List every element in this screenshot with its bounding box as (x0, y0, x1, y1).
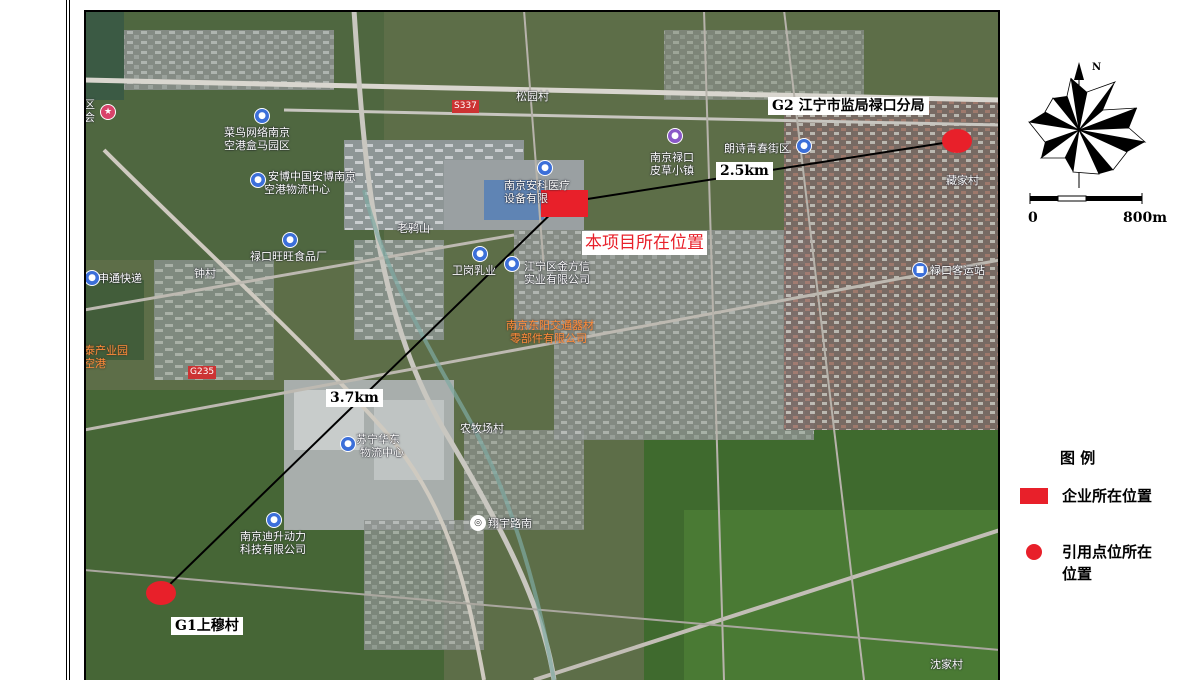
poi-pin-icon[interactable]: ● (250, 172, 266, 188)
poi-label: 科技有限公司 (240, 543, 306, 556)
poi-label: 老鸦山 (397, 222, 430, 235)
poi-label: 会 (84, 111, 95, 124)
poi-label: 零部件有限公司 (510, 332, 587, 345)
north-arrow-icon (1028, 62, 1147, 204)
poi-label: 卫岗乳业 (452, 264, 496, 277)
poi-pin-icon[interactable]: ● (84, 270, 100, 286)
project-site-marker[interactable] (541, 190, 588, 217)
legend-swatch-reference-point (1026, 544, 1042, 560)
poi-label: 实业有限公司 (524, 273, 590, 286)
legend-panel: N 0 800m 图 例 企业所在位置 引用点位所在 位置 (1000, 10, 1203, 680)
poi-label: 翔宇路南 (488, 517, 532, 530)
legend-label-reference-point-line2: 位置 (1062, 565, 1093, 583)
poi-label: 南京迪升动力 (240, 530, 306, 543)
poi-label: 空港盒马园区 (224, 139, 290, 152)
poi-label: 皮草小镇 (650, 164, 694, 177)
poi-label: 安博中国安博南京 (268, 170, 356, 183)
g1-point-label: G1上穆村 (171, 617, 243, 635)
poi-pin-icon[interactable]: ● (537, 160, 553, 176)
poi-pin-icon[interactable]: ● (667, 128, 683, 144)
poi-label: 区 (84, 98, 95, 111)
distance-label-g2: 2.5km (716, 162, 773, 180)
legend-swatch-enterprise (1020, 488, 1048, 504)
north-label: N (1092, 62, 1102, 73)
poi-pin-icon[interactable]: ● (254, 108, 270, 124)
poi-label: 松园村 (516, 90, 549, 103)
poi-pin-icon[interactable]: ● (472, 246, 488, 262)
poi-label: 朗诗青春街区 (724, 142, 790, 155)
poi-label: 南京安科医疗 (504, 179, 570, 192)
legend-label-reference-point: 引用点位所在 (1062, 543, 1153, 561)
poi-label: 藏家村 (946, 174, 979, 187)
g2-point-label: G2 江宁市监局禄口分局 (768, 97, 929, 115)
poi-label: 南京东阳交通器材 (506, 319, 594, 332)
road-shield: S337 (452, 100, 479, 113)
poi-label: 农牧场村 (460, 422, 504, 435)
poi-label: 钟村 (194, 267, 216, 280)
poi-pin-icon[interactable]: ● (266, 512, 282, 528)
poi-label: 禄口旺旺食品厂 (250, 250, 327, 263)
poi-pin-icon[interactable]: ● (796, 138, 812, 154)
satellite-map[interactable]: 菜鸟网络南京 空港盒马园区 ● 安博中国安博南京 空港物流中心 ● 松园村 南京… (84, 10, 1000, 680)
poi-label: 物流中心 (360, 446, 404, 459)
poi-label: 设备有限 (504, 192, 548, 205)
location-target-icon[interactable]: ◎ (470, 515, 486, 531)
legend-title: 图 例 (1060, 449, 1096, 467)
poi-label: 空港 (84, 357, 106, 370)
g2-point-marker[interactable] (942, 129, 972, 153)
poi-label: 泰产业园 (84, 344, 128, 357)
project-location-label: 本项目所在位置 (582, 231, 707, 255)
poi-label: 菜鸟网络南京 (224, 126, 290, 139)
star-poi-icon[interactable]: ★ (100, 104, 116, 120)
poi-label: 苏宁华东 (356, 433, 400, 446)
poi-label: 南京禄口 (650, 151, 694, 164)
poi-label: 江宁区金方信 (524, 260, 590, 273)
map-imagery (84, 10, 1000, 680)
poi-pin-icon[interactable]: ● (340, 436, 356, 452)
g1-point-marker[interactable] (146, 581, 176, 605)
bus-station-icon[interactable]: ■ (912, 262, 928, 278)
road-shield: G235 (188, 366, 217, 379)
scale-end-label: 800m (1123, 210, 1168, 226)
poi-label: 申通快递 (98, 272, 142, 285)
legend-label-enterprise: 企业所在位置 (1062, 487, 1153, 505)
page-frame-left (66, 0, 70, 680)
poi-label: 空港物流中心 (264, 183, 330, 196)
poi-pin-icon[interactable]: ● (504, 256, 520, 272)
poi-label: 沈家村 (930, 658, 963, 671)
distance-label-g1: 3.7km (326, 389, 383, 407)
poi-pin-icon[interactable]: ● (282, 232, 298, 248)
poi-label: 禄口客运站 (930, 264, 985, 277)
scale-start-label: 0 (1028, 210, 1038, 226)
